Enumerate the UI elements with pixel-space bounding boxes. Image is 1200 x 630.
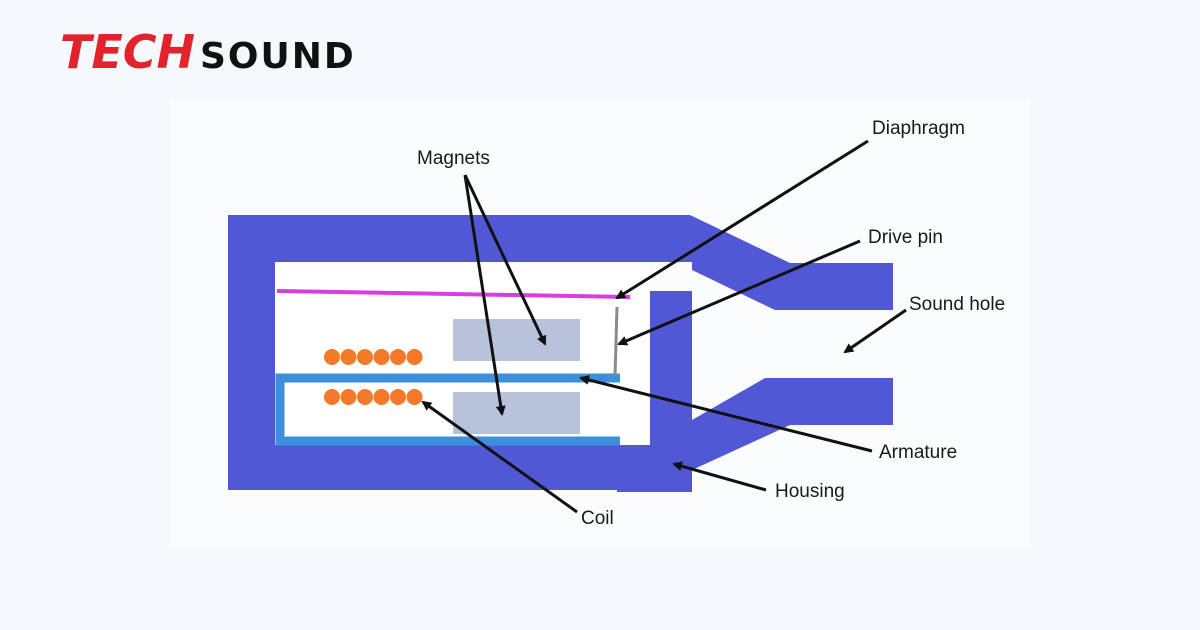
techsound-logo: TECH SOUND xyxy=(60,25,356,79)
arrow-drive-pin xyxy=(617,239,861,346)
label-drive-pin: Drive pin xyxy=(868,227,943,248)
coil-winding xyxy=(340,349,357,365)
label-housing: Housing xyxy=(775,481,845,502)
coil-winding xyxy=(373,349,390,365)
label-armature: Armature xyxy=(879,442,957,463)
coil-winding xyxy=(324,389,340,405)
housing-lower-horn xyxy=(617,291,893,492)
label-coil: Coil xyxy=(581,508,614,529)
magnet-lower xyxy=(453,392,580,434)
magnet-upper xyxy=(453,319,580,361)
coil-winding xyxy=(324,349,340,365)
label-sound-hole: Sound hole xyxy=(909,294,1005,315)
coil-winding xyxy=(340,389,357,405)
coil-winding xyxy=(390,349,406,365)
diaphragm xyxy=(276,289,631,299)
coil-upper-row xyxy=(324,349,423,365)
label-magnets: Magnets xyxy=(417,148,490,169)
label-diaphragm: Diaphragm xyxy=(872,118,965,139)
logo-text-tech: TECH xyxy=(60,25,195,79)
arrow-coil xyxy=(421,400,578,514)
coil-winding xyxy=(357,389,373,405)
coil-winding xyxy=(406,389,423,405)
coil-winding xyxy=(373,389,390,405)
armature xyxy=(275,373,620,446)
coil-winding xyxy=(406,349,423,365)
coil-winding xyxy=(390,389,406,405)
arrow-sound-hole xyxy=(843,308,907,354)
arrow-housing xyxy=(672,461,767,492)
arrow-magnets-upper xyxy=(463,174,547,346)
arrow-magnets-lower xyxy=(463,174,506,416)
arrow-diaphragm xyxy=(615,139,869,300)
coil-winding xyxy=(357,349,373,365)
drive-pin xyxy=(613,306,619,377)
arrow-armature xyxy=(579,375,873,453)
housing-shape xyxy=(228,215,893,490)
coil-lower-row xyxy=(324,389,423,405)
logo-text-sound: SOUND xyxy=(200,36,356,77)
